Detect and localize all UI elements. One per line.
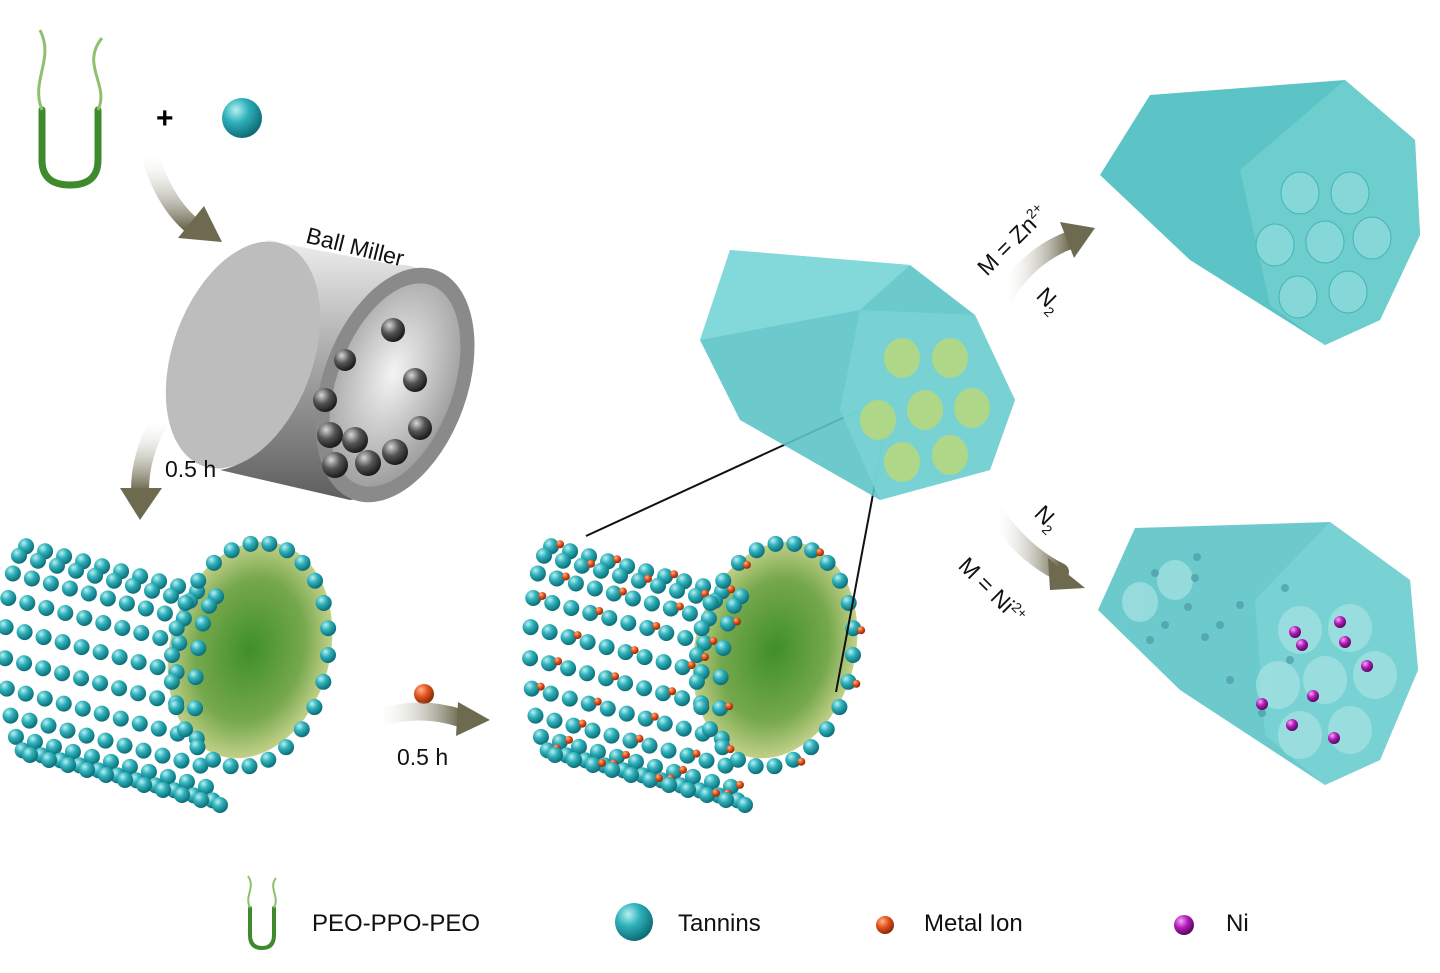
legend-metal-ion-icon [876, 916, 894, 934]
tannin-sphere-icon [222, 98, 262, 138]
legend-label-polymer: PEO-PPO-PEO [312, 910, 481, 937]
polymer-u-icon [37, 29, 104, 189]
legend-tannin-icon [615, 903, 653, 941]
time-label-metal: 0.5 h [397, 744, 449, 770]
ball-miller-icon [165, 239, 475, 503]
metal-tannin-micelle-cylinder [522, 535, 866, 813]
arrow-to-metal-micelle [369, 702, 490, 736]
ni-small-particles [1146, 553, 1294, 717]
filled-pores [860, 338, 990, 482]
arrow-to-ball-miller [141, 146, 222, 242]
tannin-micelle-cylinder [0, 535, 337, 813]
legend-polymer-icon [247, 875, 277, 951]
plus-sign: + [156, 102, 174, 135]
hexagonal-composite-prism [700, 250, 1015, 500]
ni-nanoparticles [1256, 616, 1373, 744]
arrow-to-zn-product [996, 222, 1095, 304]
ni-carbon-hexagon [1098, 522, 1418, 785]
arrow-to-ni-product [987, 506, 1085, 590]
arrow-to-micelle [120, 411, 169, 520]
milling-balls [313, 318, 432, 478]
open-pores [1255, 171, 1392, 319]
metal-ion-sphere-icon [414, 684, 434, 704]
legend-label-ni: Ni [1226, 910, 1249, 937]
legend-ni-icon [1174, 915, 1194, 935]
porous-carbon-hexagon-zn [1100, 80, 1420, 345]
legend-label-metal-ion: Metal Ion [924, 910, 1023, 937]
legend-label-tannins: Tannins [678, 910, 761, 937]
time-label-ball-mill: 0.5 h [165, 456, 217, 482]
